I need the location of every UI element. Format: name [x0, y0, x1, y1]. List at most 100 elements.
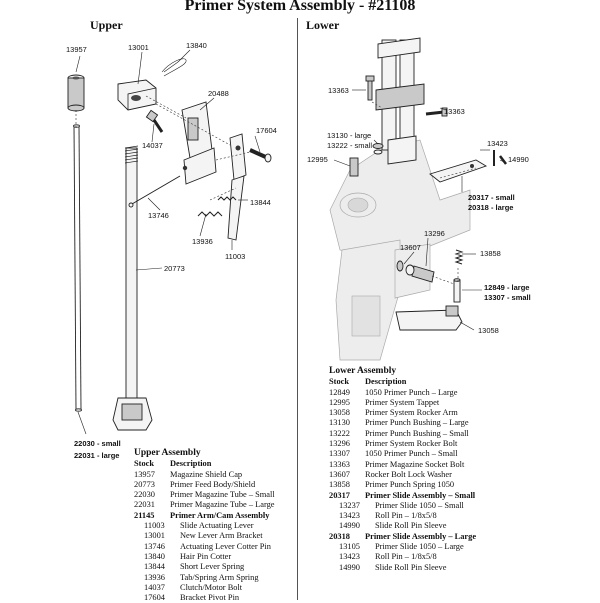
lower-col-stock: Stock — [329, 377, 350, 387]
short-lever-spring-part — [217, 196, 237, 201]
upper-stock-number: 21145 — [134, 510, 155, 520]
upper-part-description: Primer Magazine Tube – Small — [170, 490, 275, 500]
callout-13363-b: 13363 — [444, 107, 465, 116]
upper-part-description: Tab/Spring Arm Spring — [180, 572, 259, 582]
lower-assembly-heading: Lower Assembly — [329, 366, 397, 376]
lower-part-description: Roll Pin – 1/8x5/8 — [375, 552, 437, 562]
upper-parts-row: 21145 Primer Arm/Cam Assembly — [134, 511, 294, 521]
upper-part-description: Clutch/Motor Bolt — [180, 582, 243, 592]
callout-20773: 20773 — [164, 264, 185, 273]
lower-part-description: Primer Punch Bushing – Large — [365, 418, 469, 428]
upper-stock-number: 14037 — [144, 582, 165, 592]
callout-13607: 13607 — [400, 243, 421, 252]
upper-stock-number: 20773 — [134, 479, 155, 489]
upper-exploded-drawing: 13957 13001 13840 20488 14037 17604 1374… — [66, 41, 277, 460]
upper-stock-number: 13844 — [144, 562, 165, 572]
lower-part-description: Roll Pin – 1/8x5/8 — [375, 511, 437, 521]
primer-punch-spring-part — [454, 249, 464, 265]
upper-stock-number: 13936 — [144, 572, 165, 582]
upper-legend-column-headers: Stock Description — [134, 459, 294, 469]
lower-stock-number: 13058 — [329, 408, 350, 418]
upper-stock-number: 22031 — [134, 500, 155, 510]
lower-stock-number: 13423 — [339, 511, 360, 521]
upper-part-description: Slide Actuating Lever — [180, 521, 254, 531]
callout-13858: 13858 — [480, 249, 501, 258]
lower-stock-number: 13237 — [339, 500, 360, 510]
lower-part-description: Rocker Bolt Lock Washer — [365, 469, 452, 479]
callout-11003: 11003 — [225, 252, 245, 261]
callout-13307: 13307 - small — [484, 293, 531, 302]
upper-stock-number: 13840 — [144, 551, 165, 561]
callout-13296: 13296 — [424, 229, 445, 238]
upper-part-description: Primer Feed Body/Shield — [170, 479, 256, 489]
actuating-lever-cotter-pin-part — [128, 175, 181, 208]
lower-part-description: Primer Punch Spring 1050 — [365, 480, 455, 490]
upper-stock-number: 13746 — [144, 541, 165, 551]
lower-parts-row: 12995 Primer System Tappet — [329, 398, 509, 408]
lower-part-description: Primer Slide Assembly – Large — [365, 531, 477, 541]
lower-stock-number: 13222 — [329, 428, 350, 438]
primer-punch-part — [453, 278, 461, 303]
arm-bracket-part — [181, 101, 217, 185]
callout-13840: 13840 — [186, 41, 207, 50]
magazine-shield-cap-part — [67, 74, 85, 112]
lower-part-description: Primer Slide 1050 – Large — [375, 542, 464, 552]
callout-13423: 13423 — [487, 139, 508, 148]
callout-22030: 22030 - small — [74, 439, 121, 448]
upper-stock-number: 13001 — [144, 531, 165, 541]
callout-20318: 20318 - large — [468, 203, 513, 212]
upper-part-description: Magazine Shield Cap — [170, 469, 243, 479]
assembly-guide-lines — [75, 95, 251, 201]
lower-part-description: Primer System Tappet — [365, 397, 440, 407]
lower-part-description: 1050 Primer Punch – Small — [365, 449, 458, 459]
slide-actuating-lever-part — [227, 133, 247, 241]
upper-section-header: Upper — [90, 18, 123, 32]
lower-section-header: Lower — [306, 18, 340, 32]
lower-leader-lines — [333, 89, 505, 331]
primer-system-tappet-part — [349, 157, 359, 177]
lower-stock-number: 14990 — [339, 562, 360, 572]
callout-13001: 13001 — [128, 43, 149, 52]
lower-part-description: Primer Punch Bushing – Small — [365, 428, 469, 438]
bracket-pivot-pin-part — [249, 148, 272, 163]
clutch-motor-bolt-part — [145, 109, 164, 133]
primer-magazine-tube-part — [73, 124, 82, 412]
lower-parts-row: 13237 Primer Slide 1050 – Small — [329, 501, 509, 511]
lower-stock-number: 12995 — [329, 397, 350, 407]
callout-17604: 17604 — [256, 126, 277, 135]
lower-stock-number: 20317 — [329, 490, 350, 500]
magazine-socket-part — [375, 37, 425, 165]
callout-13130: 13130 - large — [327, 131, 371, 140]
lower-parts-row: 13222 Primer Punch Bushing – Small — [329, 429, 509, 439]
upper-parts-row: 13001 New Lever Arm Bracket — [134, 531, 294, 541]
lower-stock-number: 13307 — [329, 449, 350, 459]
lower-part-description: 1050 Primer Punch – Large — [365, 387, 458, 397]
upper-stock-number: 13957 — [134, 469, 155, 479]
callout-14990: 14990 — [508, 155, 529, 164]
primer-punch-bushing-part — [372, 143, 384, 155]
callout-12849: 12849 - large — [484, 283, 529, 292]
upper-stock-number: 17604 — [144, 593, 165, 603]
lower-part-description: Primer Slide 1050 – Small — [375, 500, 464, 510]
upper-part-description: Primer Arm/Cam Assembly — [170, 510, 270, 520]
upper-part-description: New Lever Arm Bracket — [180, 531, 263, 541]
lower-stock-number: 13105 — [339, 542, 360, 552]
callout-14037: 14037 — [142, 141, 163, 150]
primer-slide-assembly-part — [429, 159, 488, 183]
callout-13058: 13058 — [478, 326, 499, 335]
callout-13844: 13844 — [250, 198, 271, 207]
